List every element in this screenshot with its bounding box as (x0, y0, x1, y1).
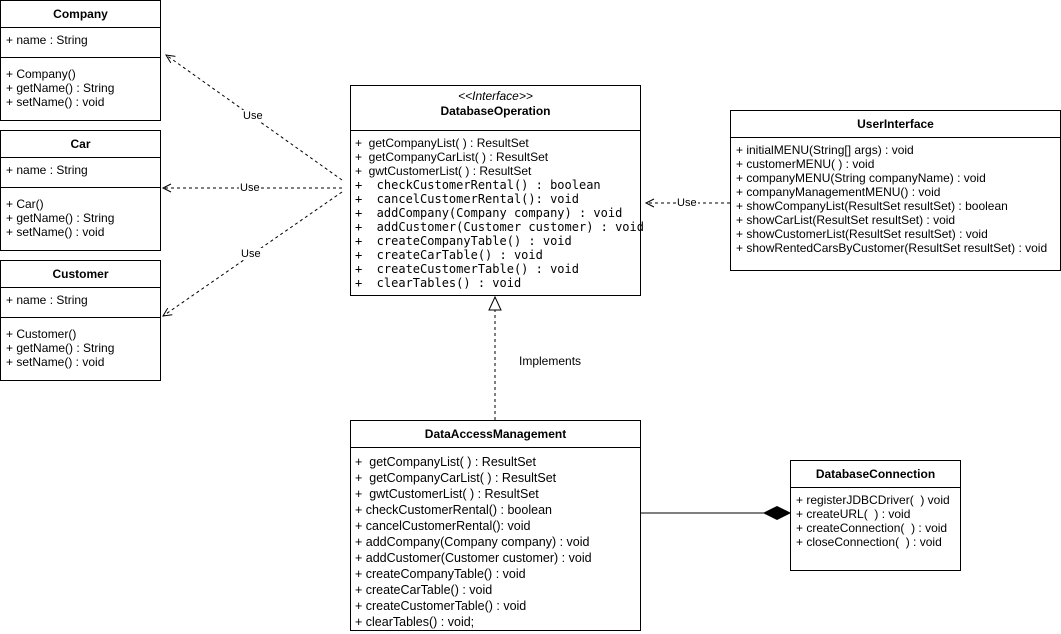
method-row: + createCustomerTable() : void (355, 262, 579, 276)
method-row: + companyManagementMENU() : void (736, 185, 941, 199)
class-name: UserInterface (731, 111, 1060, 138)
method-row: + showCarList(ResultSet resultSet) : voi… (736, 213, 956, 227)
methods-section: + getCompanyList( ) : ResultSet + getCom… (351, 448, 640, 630)
method-row: + cancelCustomerRental(): void (355, 192, 579, 206)
method-row: + getName() : String (6, 81, 115, 95)
methods-section: + Customer() + getName() : String + setN… (1, 318, 160, 369)
use-label-company: Use (242, 110, 264, 122)
method-row: + setName() : void (6, 95, 105, 109)
composition-edge (640, 505, 792, 521)
method-row: + addCustomer(Customer customer) : void (355, 551, 592, 565)
use-label-car: Use (239, 182, 261, 194)
class-name: DatabaseConnection (791, 461, 960, 488)
method-row: + createURL( ) : void (796, 507, 911, 521)
method-row: + closeConnection( ) : void (796, 535, 942, 549)
class-database-connection[interactable]: DatabaseConnection + registerJDBCDriver(… (790, 460, 961, 571)
attributes-section: + name : String (1, 158, 160, 188)
attribute-row: + name : String (6, 163, 88, 177)
method-row: + clearTables() : void (355, 276, 522, 290)
method-row: + getName() : String (6, 341, 115, 355)
method-row: + showCustomerList(ResultSet resultSet) … (736, 227, 988, 241)
dependency-edge-car (161, 183, 342, 193)
method-row: + createCarTable() : void (355, 248, 543, 262)
stereotype-label: <<Interface>> (458, 89, 533, 103)
use-label-user-interface: Use (676, 197, 698, 209)
class-name: Company (1, 1, 160, 28)
method-row: + addCompany(Company company) : void (355, 535, 590, 549)
method-row: + addCompany(Company company) : void (355, 206, 623, 220)
method-row: + addCustomer(Customer customer) : void (355, 220, 644, 234)
dependency-edge-company (165, 54, 343, 181)
attributes-section: + name : String (1, 28, 160, 58)
method-row: + Car() (6, 197, 44, 211)
method-row: + getCompanyCarList( ) : ResultSet (355, 471, 557, 485)
method-row: + checkCustomerRental() : boolean (355, 178, 601, 192)
class-name: DataAccessManagement (351, 421, 640, 448)
class-name: Customer (1, 261, 160, 288)
methods-section: + Company() + getName() : String + setNa… (1, 58, 160, 109)
method-row: + createCustomerTable() : void (355, 599, 527, 613)
method-row: + cancelCustomerRental(): void (355, 519, 531, 533)
class-name: Car (1, 131, 160, 158)
method-row: + showCompanyList(ResultSet resultSet) :… (736, 199, 1008, 213)
class-customer[interactable]: Customer + name : String + Customer() + … (0, 260, 161, 381)
method-row: + checkCustomerRental() : boolean (355, 503, 552, 517)
attribute-row: + name : String (6, 33, 88, 47)
method-row: + createConnection( ) : void (796, 521, 948, 535)
method-row: + companyMENU(String companyName) : void (736, 171, 986, 185)
method-row: + registerJDBCDriver( ) void (796, 493, 950, 507)
attributes-section: + name : String (1, 288, 160, 318)
use-label-customer: Use (240, 248, 262, 260)
method-row: + clearTables() : void; (355, 615, 475, 629)
method-row: + setName() : void (6, 225, 105, 239)
method-row: + customerMENU( ) : void (736, 157, 875, 171)
class-car[interactable]: Car + name : String + Car() + getName() … (0, 130, 161, 251)
method-row: + createCarTable() : void (355, 583, 493, 597)
interface-header: <<Interface>> DatabaseOperation (351, 86, 640, 131)
methods-section: + Car() + getName() : String + setName()… (1, 188, 160, 239)
implements-label: Implements (519, 354, 582, 368)
method-row: + setName() : void (6, 355, 105, 369)
class-company[interactable]: Company + name : String + Company() + ge… (0, 0, 161, 121)
method-row: + getCompanyList( ) : ResultSet (355, 455, 536, 469)
method-row: + Company() (6, 67, 76, 81)
methods-section: + getCompanyList( ) : ResultSet + getCom… (351, 131, 644, 290)
method-row: + showRentedCarsByCustomer(ResultSet res… (736, 241, 1048, 255)
methods-section: + registerJDBCDriver( ) void + createURL… (791, 488, 960, 549)
methods-section: + initialMENU(String[] args) : void + cu… (731, 138, 1060, 255)
method-row: + createCompanyTable() : void (355, 567, 526, 581)
attribute-row: + name : String (6, 293, 88, 307)
method-row: + initialMENU(String[] args) : void (736, 143, 914, 157)
method-row: + createCompanyTable() : void (355, 234, 572, 248)
method-row: + getName() : String (6, 211, 115, 225)
class-data-access-management[interactable]: DataAccessManagement + getCompanyList( )… (350, 420, 641, 631)
class-user-interface[interactable]: UserInterface + initialMENU(String[] arg… (730, 110, 1061, 271)
method-row: + getCompanyList( ) : ResultSet (355, 136, 529, 150)
realization-edge (488, 295, 502, 420)
method-row: + getCompanyCarList( ) : ResultSet (355, 150, 549, 164)
method-row: + gwtCustomerList( ) : ResultSet (355, 164, 532, 178)
interface-database-operation[interactable]: <<Interface>> DatabaseOperation + getCom… (350, 85, 644, 296)
method-row: + gwtCustomerList( ) : ResultSet (355, 487, 539, 501)
class-name: DatabaseOperation (440, 104, 551, 118)
method-row: + Customer() (6, 327, 77, 341)
